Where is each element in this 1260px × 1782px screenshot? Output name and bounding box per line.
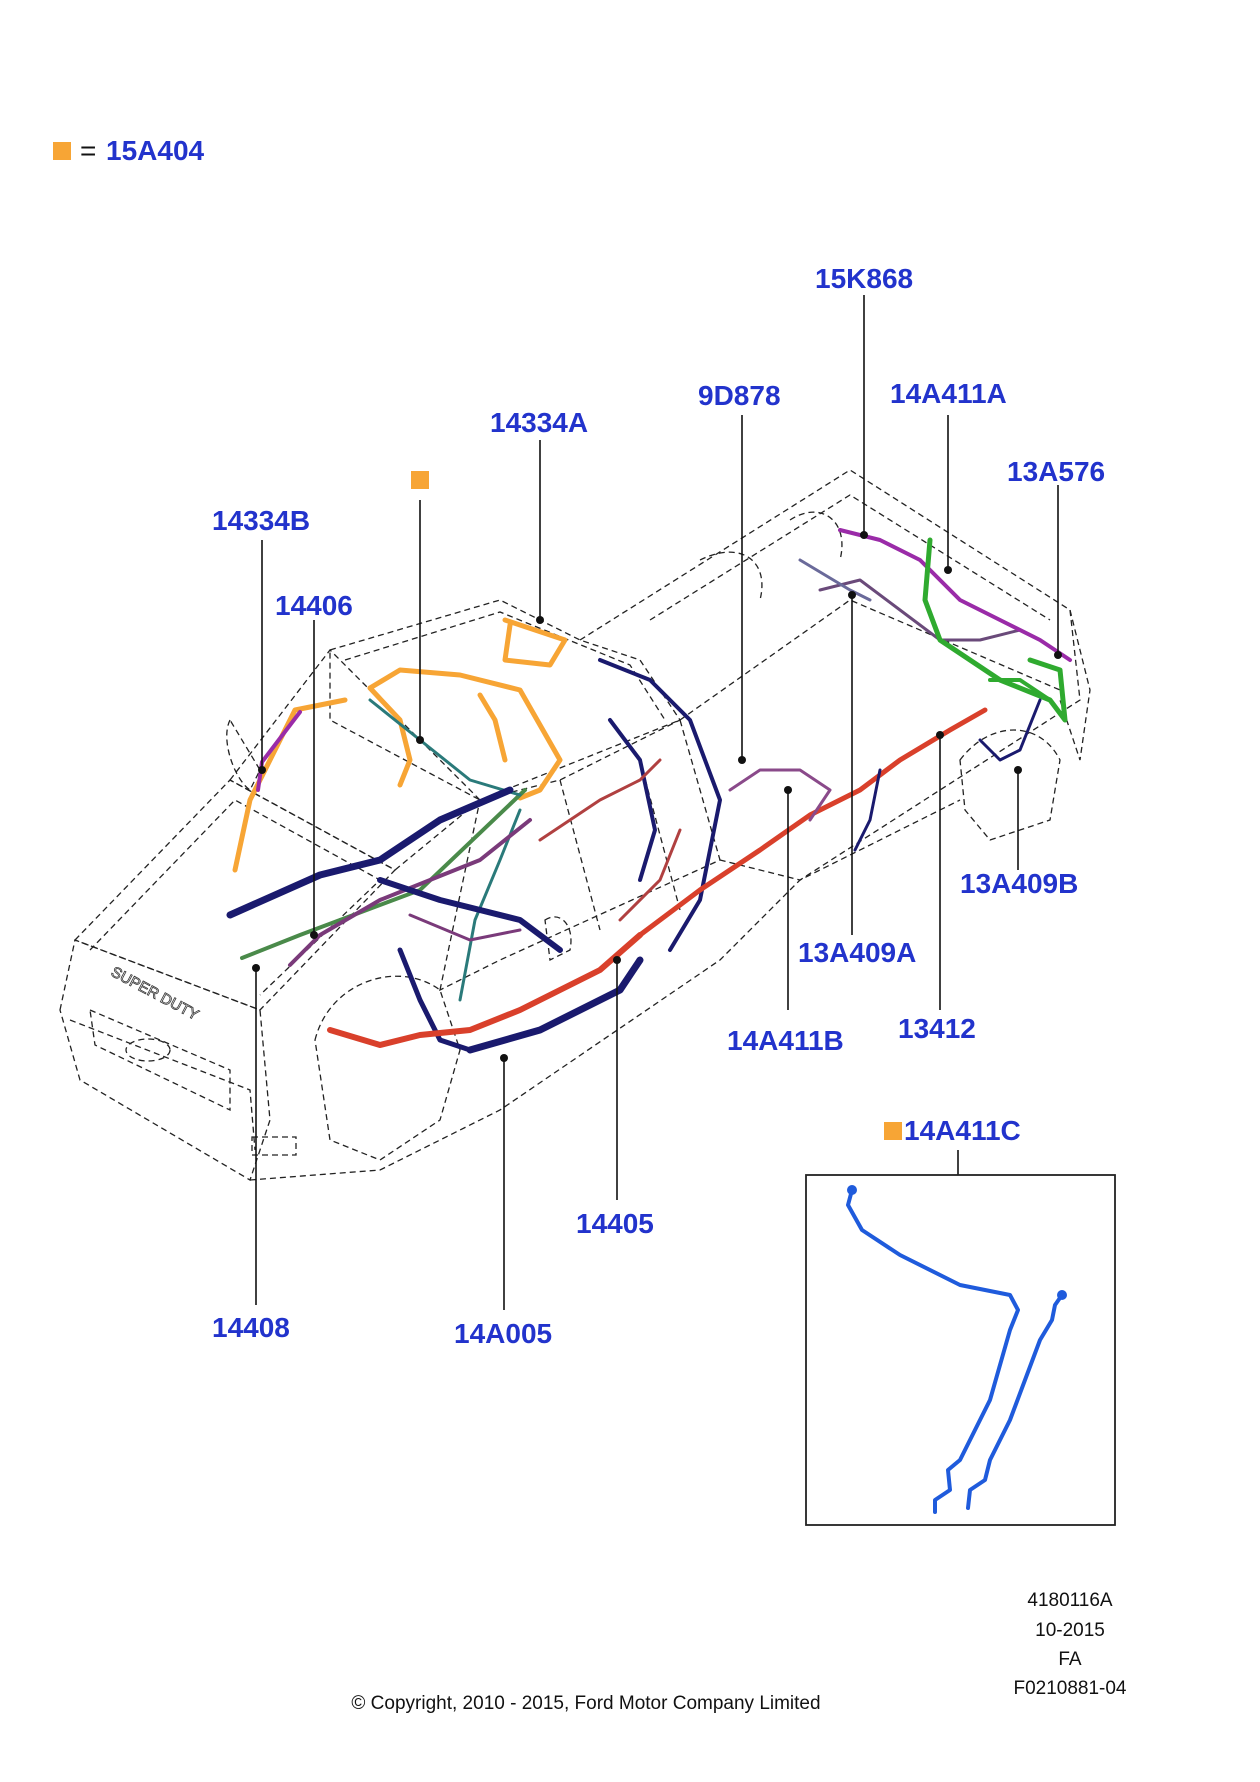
callout-14408: 14408 (212, 1312, 290, 1343)
copyright-text: © Copyright, 2010 - 2015, Ford Motor Com… (351, 1693, 820, 1714)
harness-9D878-purple (728, 768, 832, 822)
figure-id: F0210881-04 (1013, 1678, 1126, 1699)
inset-14A411C: 14A411C (805, 1115, 1116, 1526)
legend-swatch (53, 142, 71, 160)
doc-number: 4180116A (1027, 1590, 1113, 1611)
legend-equals: = (80, 135, 96, 166)
callout-9D878: 9D878 (698, 380, 781, 411)
hood-badge: SUPER DUTY (108, 964, 201, 1024)
callout-labels: 15K868 9D878 14A411A 14334A 13A576 14334… (212, 263, 1105, 1349)
harness-14334B-purple (256, 710, 302, 792)
callout-13A409B: 13A409B (960, 868, 1078, 899)
harness-14406-purple (288, 818, 532, 967)
callout-14A411C: 14A411C (904, 1115, 1021, 1146)
inset-frame (805, 1174, 1116, 1526)
inset-swatch (884, 1122, 902, 1140)
callout-14A411B: 14A411B (727, 1025, 844, 1056)
harness-14408-green (240, 698, 527, 1002)
harness-14405-red (327, 707, 988, 1048)
harness-14A005-navy (226, 658, 722, 1054)
doc-date: 10-2015 (1035, 1620, 1105, 1641)
callout-14A005: 14A005 (454, 1318, 552, 1349)
callout-14334A: 14334A (490, 407, 588, 438)
legend-part-label: 15A404 (106, 135, 205, 166)
legend: = 15A404 (53, 135, 205, 166)
harness-15A404-orange (232, 617, 568, 873)
doc-code: FA (1058, 1649, 1082, 1670)
leader-lines (252, 295, 1062, 1310)
callout-13A409A: 13A409A (798, 937, 916, 968)
callout-14406: 14406 (275, 590, 353, 621)
callout-15K868: 15K868 (815, 263, 913, 294)
callout-13A576: 13A576 (1007, 456, 1105, 487)
orange-harness-swatch (411, 471, 429, 489)
footer: 4180116A 10-2015 FA F0210881-04 © Copyri… (351, 1590, 1127, 1714)
callout-14A411A: 14A411A (890, 378, 1007, 409)
callout-13412: 13412 (898, 1013, 976, 1044)
callout-14334B: 14334B (212, 505, 310, 536)
harness-rear-bed (798, 528, 1072, 852)
callout-14405: 14405 (576, 1208, 654, 1239)
